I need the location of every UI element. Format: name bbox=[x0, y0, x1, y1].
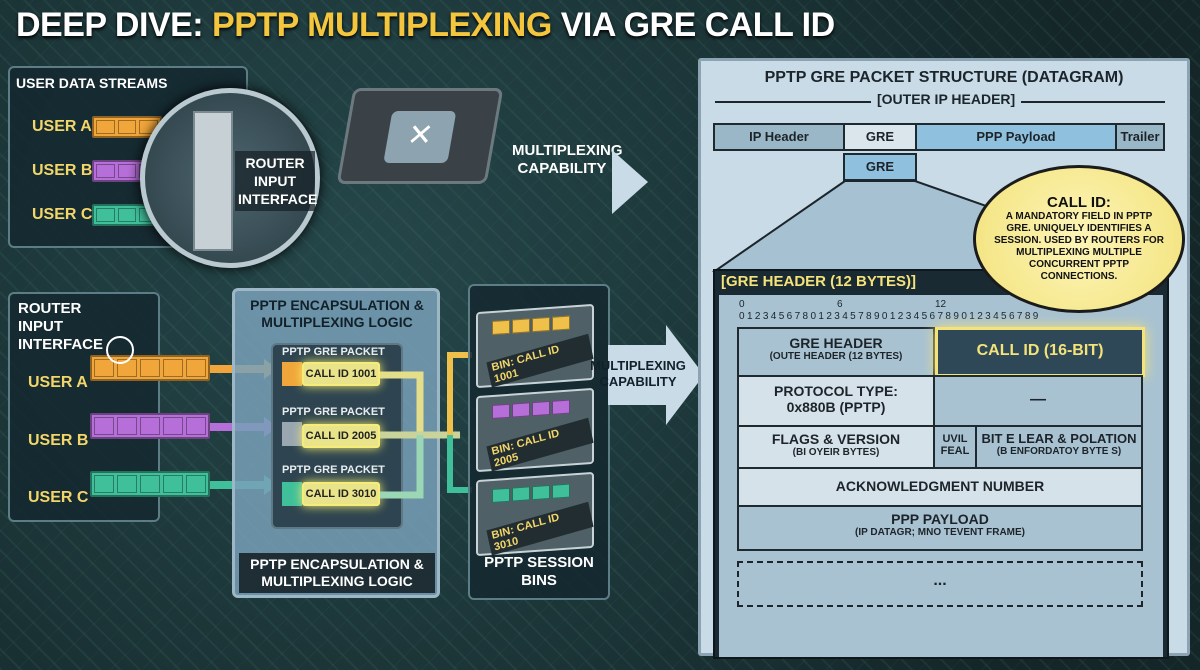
structure-title: PPTP GRE PACKET STRUCTURE (DATAGRAM) bbox=[764, 69, 1124, 86]
user-b-label: USER B bbox=[32, 162, 93, 179]
bin-label: BIN: CALL ID 3010 bbox=[486, 501, 594, 556]
packet-block-a bbox=[282, 362, 302, 386]
continuation-area: ... bbox=[737, 561, 1143, 607]
user-c-label: USER C bbox=[28, 489, 89, 506]
panel-title: ROUTER INPUT INTERFACE bbox=[18, 300, 104, 353]
user-a-stream bbox=[90, 355, 210, 381]
panel-footer: PPTP ENCAPSULATION & MULTIPLEXING LOGIC bbox=[239, 553, 435, 593]
field-reserved: — bbox=[933, 375, 1143, 427]
session-bin-2005: BIN: CALL ID 2005 bbox=[476, 387, 594, 473]
panel-title: PPTP ENCAPSULATION & MULTIPLEXING LOGIC bbox=[250, 297, 424, 330]
user-a-stream bbox=[92, 116, 162, 138]
call-id-badge: CALL ID 1001 bbox=[302, 362, 380, 386]
user-b-stream bbox=[90, 413, 210, 439]
packet-label: PPTP GRE PACKET bbox=[282, 346, 385, 358]
call-id-badge: CALL ID 3010 bbox=[302, 482, 380, 506]
bit-ruler: 0 1 2 3 4 5 6 7 8 0 1 2 3 4 5 7 8 9 0 1 … bbox=[739, 311, 1039, 322]
field-ppp-payload: PPP PAYLOAD(IP DATAGR; MNO TEVENT FRAME) bbox=[737, 505, 1143, 551]
outer-ip-label: [OUTER IP HEADER] bbox=[871, 91, 1022, 107]
callout-body: A MANDATORY FIELD IN PPTP GRE. UNIQUELY … bbox=[994, 211, 1164, 282]
session-bin-3010: BIN: CALL ID 3010 bbox=[476, 471, 594, 557]
bin-label: BIN: CALL ID 2005 bbox=[486, 417, 594, 472]
call-id-badge: CALL ID 2005 bbox=[302, 424, 380, 448]
segment-gre: GRE bbox=[843, 123, 917, 151]
panel-title: USER DATA STREAMS bbox=[16, 75, 168, 91]
user-c-stream bbox=[92, 204, 162, 226]
user-a-label: USER A bbox=[32, 118, 92, 135]
field-bit-clear: BIT E LEAR & POLATION(B ENFORDATOY BYTE … bbox=[975, 425, 1143, 469]
segment-ip-header: IP Header bbox=[713, 123, 845, 151]
multiplexing-capability-label: MULTIPLEXING CAPABILITY bbox=[512, 142, 623, 177]
packet-block-c bbox=[282, 482, 302, 506]
packet-label: PPTP GRE PACKET bbox=[282, 406, 385, 418]
router-chip: ✕ bbox=[336, 88, 504, 184]
segment-trailer: Trailer bbox=[1115, 123, 1165, 151]
bit-mark: 12 bbox=[935, 299, 947, 310]
router-port-icon bbox=[193, 111, 233, 251]
bit-mark: 6 bbox=[837, 299, 843, 310]
field-protocol-type: PROTOCOL TYPE:0x880B (PPTP) bbox=[737, 375, 935, 427]
gre-header-body: 0 6 12 0 1 2 3 4 5 6 7 8 0 1 2 3 4 5 7 8… bbox=[719, 295, 1163, 657]
panel-footer: PPTP SESSION BINS bbox=[484, 554, 594, 589]
packet-block-b bbox=[282, 422, 302, 446]
segment-ppp-payload: PPP Payload bbox=[915, 123, 1117, 151]
zoom-circle bbox=[106, 336, 134, 364]
user-c-label: USER C bbox=[32, 206, 93, 223]
multiplex-arrows-icon: ✕ bbox=[383, 111, 457, 163]
field-call-id: CALL ID (16-BIT) bbox=[935, 327, 1145, 377]
routing-lines bbox=[380, 352, 472, 499]
page-title: DEEP DIVE: PPTP MULTIPLEXING VIA GRE CAL… bbox=[16, 6, 835, 44]
router-input-interface-label: ROUTER INPUT INTERFACE bbox=[235, 151, 317, 211]
mux-arrow-body bbox=[608, 345, 668, 405]
field-acknowledgment-number: ACKNOWLEDGMENT NUMBER bbox=[737, 467, 1143, 507]
user-b-label: USER B bbox=[28, 432, 89, 449]
packet-label: PPTP GRE PACKET bbox=[282, 464, 385, 476]
session-bin-1001: BIN: CALL ID 1001 bbox=[476, 303, 594, 389]
magnifier-lens: ROUTER INPUT INTERFACE bbox=[140, 88, 320, 268]
gre-zoom-box: GRE bbox=[843, 153, 917, 181]
arrow-right-icon bbox=[666, 325, 704, 425]
gre-header-title: [GRE HEADER (12 BYTES)] bbox=[721, 273, 917, 290]
field-gre-header: GRE HEADER(OUTE HEADER (12 BYTES) bbox=[737, 327, 935, 377]
bit-mark: 0 bbox=[739, 299, 745, 310]
multiplexing-capability-label: MULTIPLEXING CAPABILITY bbox=[590, 358, 686, 389]
field-flags-version: FLAGS & VERSION(BI OYEIR BYTES) bbox=[737, 425, 935, 469]
user-a-label: USER A bbox=[28, 374, 88, 391]
packet-structure-panel: PPTP GRE PACKET STRUCTURE (DATAGRAM) [OU… bbox=[698, 58, 1190, 659]
callout-title: CALL ID: bbox=[1047, 194, 1111, 211]
gre-header-box: [GRE HEADER (12 BYTES)] 0 6 12 0 1 2 3 4… bbox=[713, 269, 1169, 659]
arrow-right-icon bbox=[612, 150, 648, 214]
call-id-callout: CALL ID: A MANDATORY FIELD IN PPTP GRE. … bbox=[973, 165, 1185, 313]
user-c-stream bbox=[90, 471, 210, 497]
bin-label: BIN: CALL ID 1001 bbox=[486, 333, 594, 388]
